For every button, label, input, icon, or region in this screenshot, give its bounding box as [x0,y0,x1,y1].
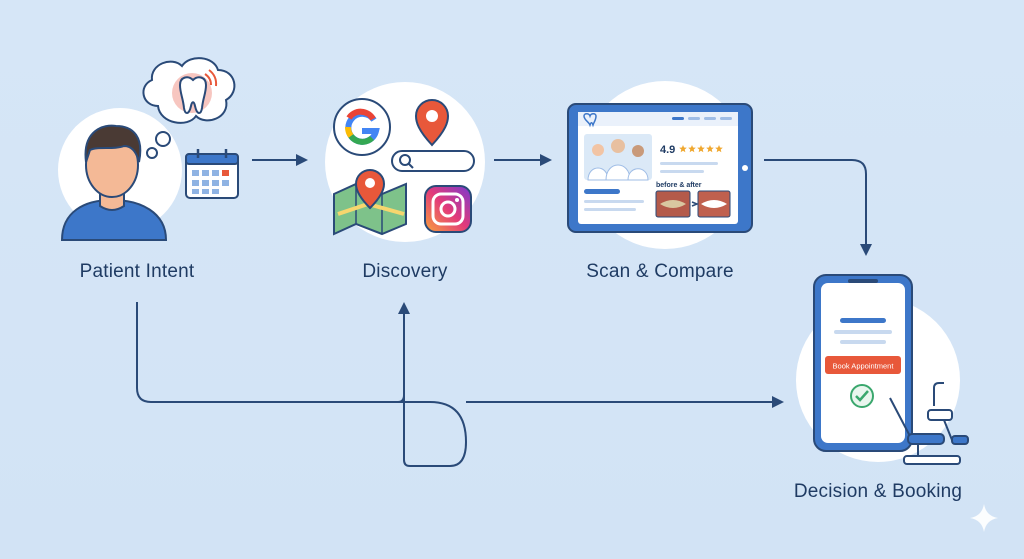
before-image [655,190,691,218]
search-bar-icon [391,150,475,172]
stage-decision-illustration: Book Appointment [796,274,969,465]
sparkle-icon [970,504,998,532]
calendar-icon [185,149,239,199]
rating-stars [679,145,723,153]
map-pin-icon [414,99,450,147]
rating-value: 4.9 [660,144,675,156]
rating-star [679,145,687,153]
book-appointment-button[interactable]: Book Appointment [825,356,901,374]
dental-chair-icon [889,382,969,465]
rating-star [715,145,723,153]
google-icon [333,98,391,156]
before-after-label: before & after [656,182,702,189]
stage-intent-illustration [58,57,239,241]
stage-scan-illustration: 4.9 before & after [567,81,753,249]
stage-label-decision: Decision & Booking [793,481,963,502]
tablet-icon: 4.9 before & after [567,103,753,233]
tooth-icon [178,69,218,114]
map-icon [333,169,407,236]
stage-label-discovery: Discovery [362,261,448,282]
instagram-icon [424,185,472,233]
person-icon [60,124,168,241]
arrow-loop [397,394,468,467]
connectors [136,154,872,467]
rating-star [706,145,714,153]
check-icon [850,384,874,408]
after-image [697,190,731,218]
rating-star [688,145,696,153]
doctors-photo [587,139,649,181]
stage-label-intent: Patient Intent [79,261,195,282]
phone-icon: Book Appointment [813,274,913,452]
book-appointment-label: Book Appointment [833,362,895,371]
stage-label-scan: Scan & Compare [586,261,734,282]
arrow-intent-to-decision [136,302,398,403]
rating-star [697,145,705,153]
arrow-scan-to-decision [764,159,872,256]
stage-discovery-illustration [325,82,485,242]
